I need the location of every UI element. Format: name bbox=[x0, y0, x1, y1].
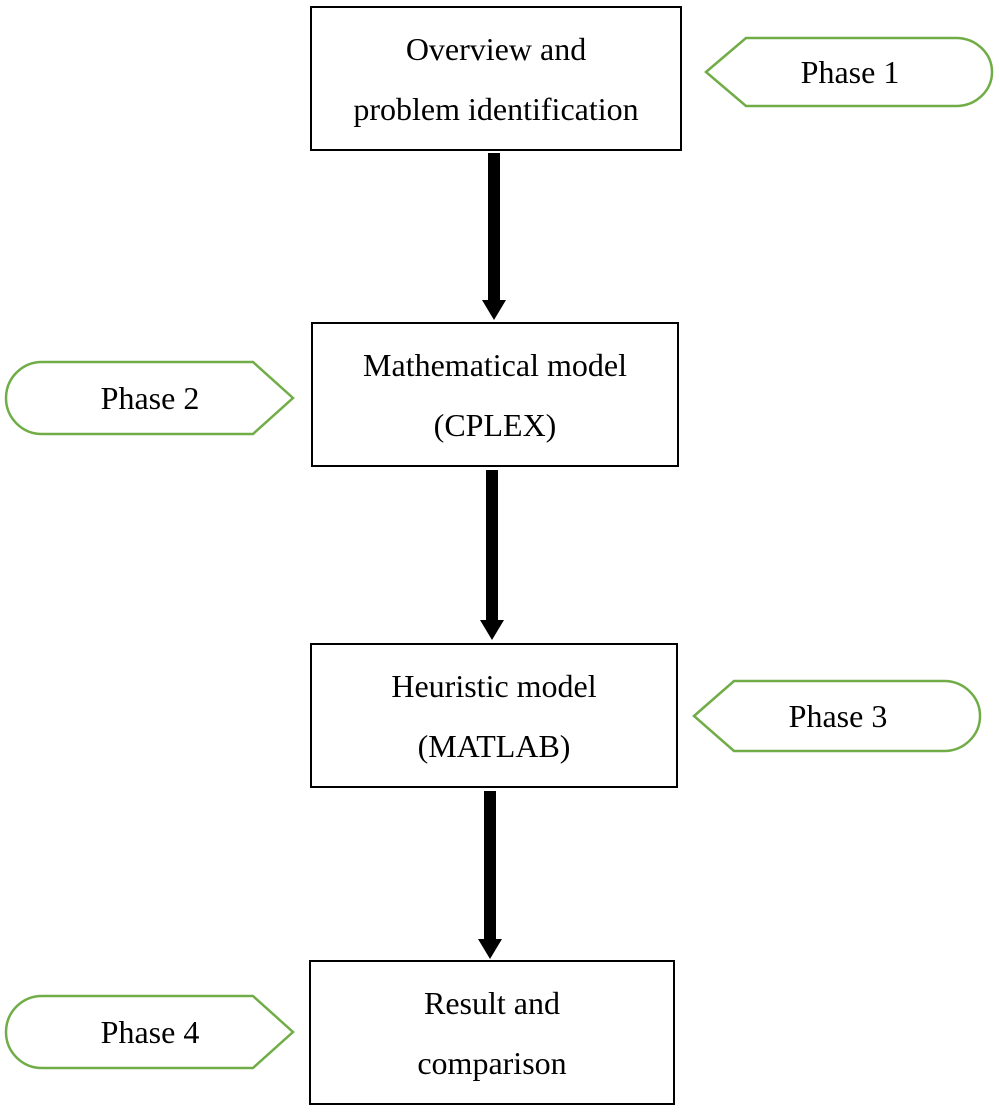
step-1-line-2: problem identification bbox=[353, 90, 639, 127]
phase-3-label: Phase 3 bbox=[788, 698, 888, 734]
step-3-line-2: (MATLAB) bbox=[417, 727, 571, 764]
step-1-line-1: Overview and bbox=[405, 30, 587, 67]
phase-2-label: Phase 2 bbox=[100, 380, 200, 416]
arrow-step1-to-step2 bbox=[482, 153, 506, 320]
step-4-line-2: comparison bbox=[417, 1044, 567, 1081]
arrow-step3-to-step4 bbox=[478, 791, 502, 959]
phase-1-label: Phase 1 bbox=[800, 54, 900, 90]
phase-4-label: Phase 4 bbox=[100, 1014, 200, 1050]
step-2-line-2: (CPLEX) bbox=[433, 406, 557, 443]
step-box-heuristic-model: Heuristic model (MATLAB) bbox=[310, 643, 678, 788]
step-4-line-1: Result and bbox=[424, 984, 560, 1021]
step-2-line-1: Mathematical model bbox=[363, 346, 627, 383]
step-box-result-comparison: Result and comparison bbox=[309, 960, 675, 1105]
step-3-line-1: Heuristic model bbox=[391, 667, 597, 704]
step-box-mathematical-model: Mathematical model (CPLEX) bbox=[311, 322, 679, 467]
arrow-step2-to-step3 bbox=[480, 470, 504, 640]
step-box-overview: Overview and problem identification bbox=[310, 6, 682, 151]
